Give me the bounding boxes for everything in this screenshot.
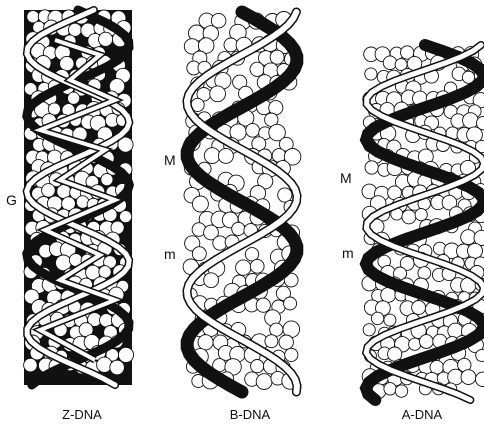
atom-sphere [383, 56, 397, 70]
atom-sphere [97, 357, 112, 372]
atom-sphere [256, 374, 272, 390]
z-dna-groove-label-g: G [6, 192, 17, 208]
atom-sphere [285, 348, 298, 361]
atom-sphere [468, 243, 483, 258]
atom-sphere [204, 148, 220, 164]
atom-sphere [218, 148, 233, 163]
atom-sphere [100, 314, 113, 327]
atom-sphere [120, 211, 132, 223]
atom-sphere [270, 50, 284, 64]
atom-sphere [363, 324, 375, 336]
atom-sphere [101, 174, 113, 186]
atom-sphere [265, 335, 278, 348]
atom-sphere [419, 335, 433, 349]
a-dna-major-groove-label: M [340, 170, 352, 186]
atom-sphere [48, 103, 60, 115]
atom-sphere [461, 230, 476, 245]
atom-sphere [99, 266, 111, 278]
atom-sphere [284, 297, 297, 310]
atom-sphere [384, 383, 396, 395]
b-dna-caption: B-DNA [230, 407, 271, 422]
atom-sphere [256, 298, 270, 312]
atom-sphere [110, 360, 125, 375]
atom-sphere [42, 184, 56, 198]
atom-sphere [236, 260, 251, 275]
atom-sphere [384, 314, 396, 326]
b-dna-major-groove-label: M [164, 152, 176, 168]
atom-sphere [192, 247, 206, 261]
atom-sphere [409, 338, 421, 350]
atom-sphere [232, 222, 245, 235]
atom-sphere [415, 209, 427, 221]
atom-sphere [278, 188, 292, 202]
atom-sphere [395, 385, 407, 397]
atom-sphere [99, 32, 113, 46]
atom-sphere [365, 161, 378, 174]
atom-sphere [279, 335, 293, 349]
atom-sphere [250, 62, 264, 76]
atom-sphere [461, 370, 476, 385]
atom-sphere [250, 259, 264, 273]
atom-sphere [198, 335, 213, 350]
z-dna-helix-image [24, 9, 134, 385]
atom-sphere [418, 267, 431, 280]
a-dna-caption: A-DNA [402, 407, 443, 422]
a-dna-minor-groove-label: m [342, 245, 354, 261]
atom-sphere [192, 196, 208, 212]
atom-sphere [24, 358, 38, 372]
atom-sphere [402, 210, 416, 224]
atom-sphere [60, 56, 74, 70]
a-dna-helix-image [362, 45, 484, 400]
atom-sphere [371, 312, 383, 324]
atom-sphere [118, 347, 133, 362]
atom-sphere [272, 149, 286, 163]
atom-sphere [463, 113, 479, 129]
atom-sphere [412, 301, 426, 315]
b-dna-helix-image [183, 12, 301, 393]
atom-sphere [246, 123, 260, 137]
atom-sphere [365, 68, 377, 80]
atom-sphere [476, 349, 484, 361]
atom-sphere [68, 92, 80, 104]
atom-sphere [68, 23, 81, 36]
atom-sphere [210, 86, 226, 102]
atom-sphere [476, 372, 484, 386]
atom-sphere [251, 360, 264, 373]
b-dna-minor-groove-label: m [164, 246, 176, 262]
z-dna-caption: Z-DNA [62, 407, 102, 422]
atom-sphere [204, 273, 219, 288]
